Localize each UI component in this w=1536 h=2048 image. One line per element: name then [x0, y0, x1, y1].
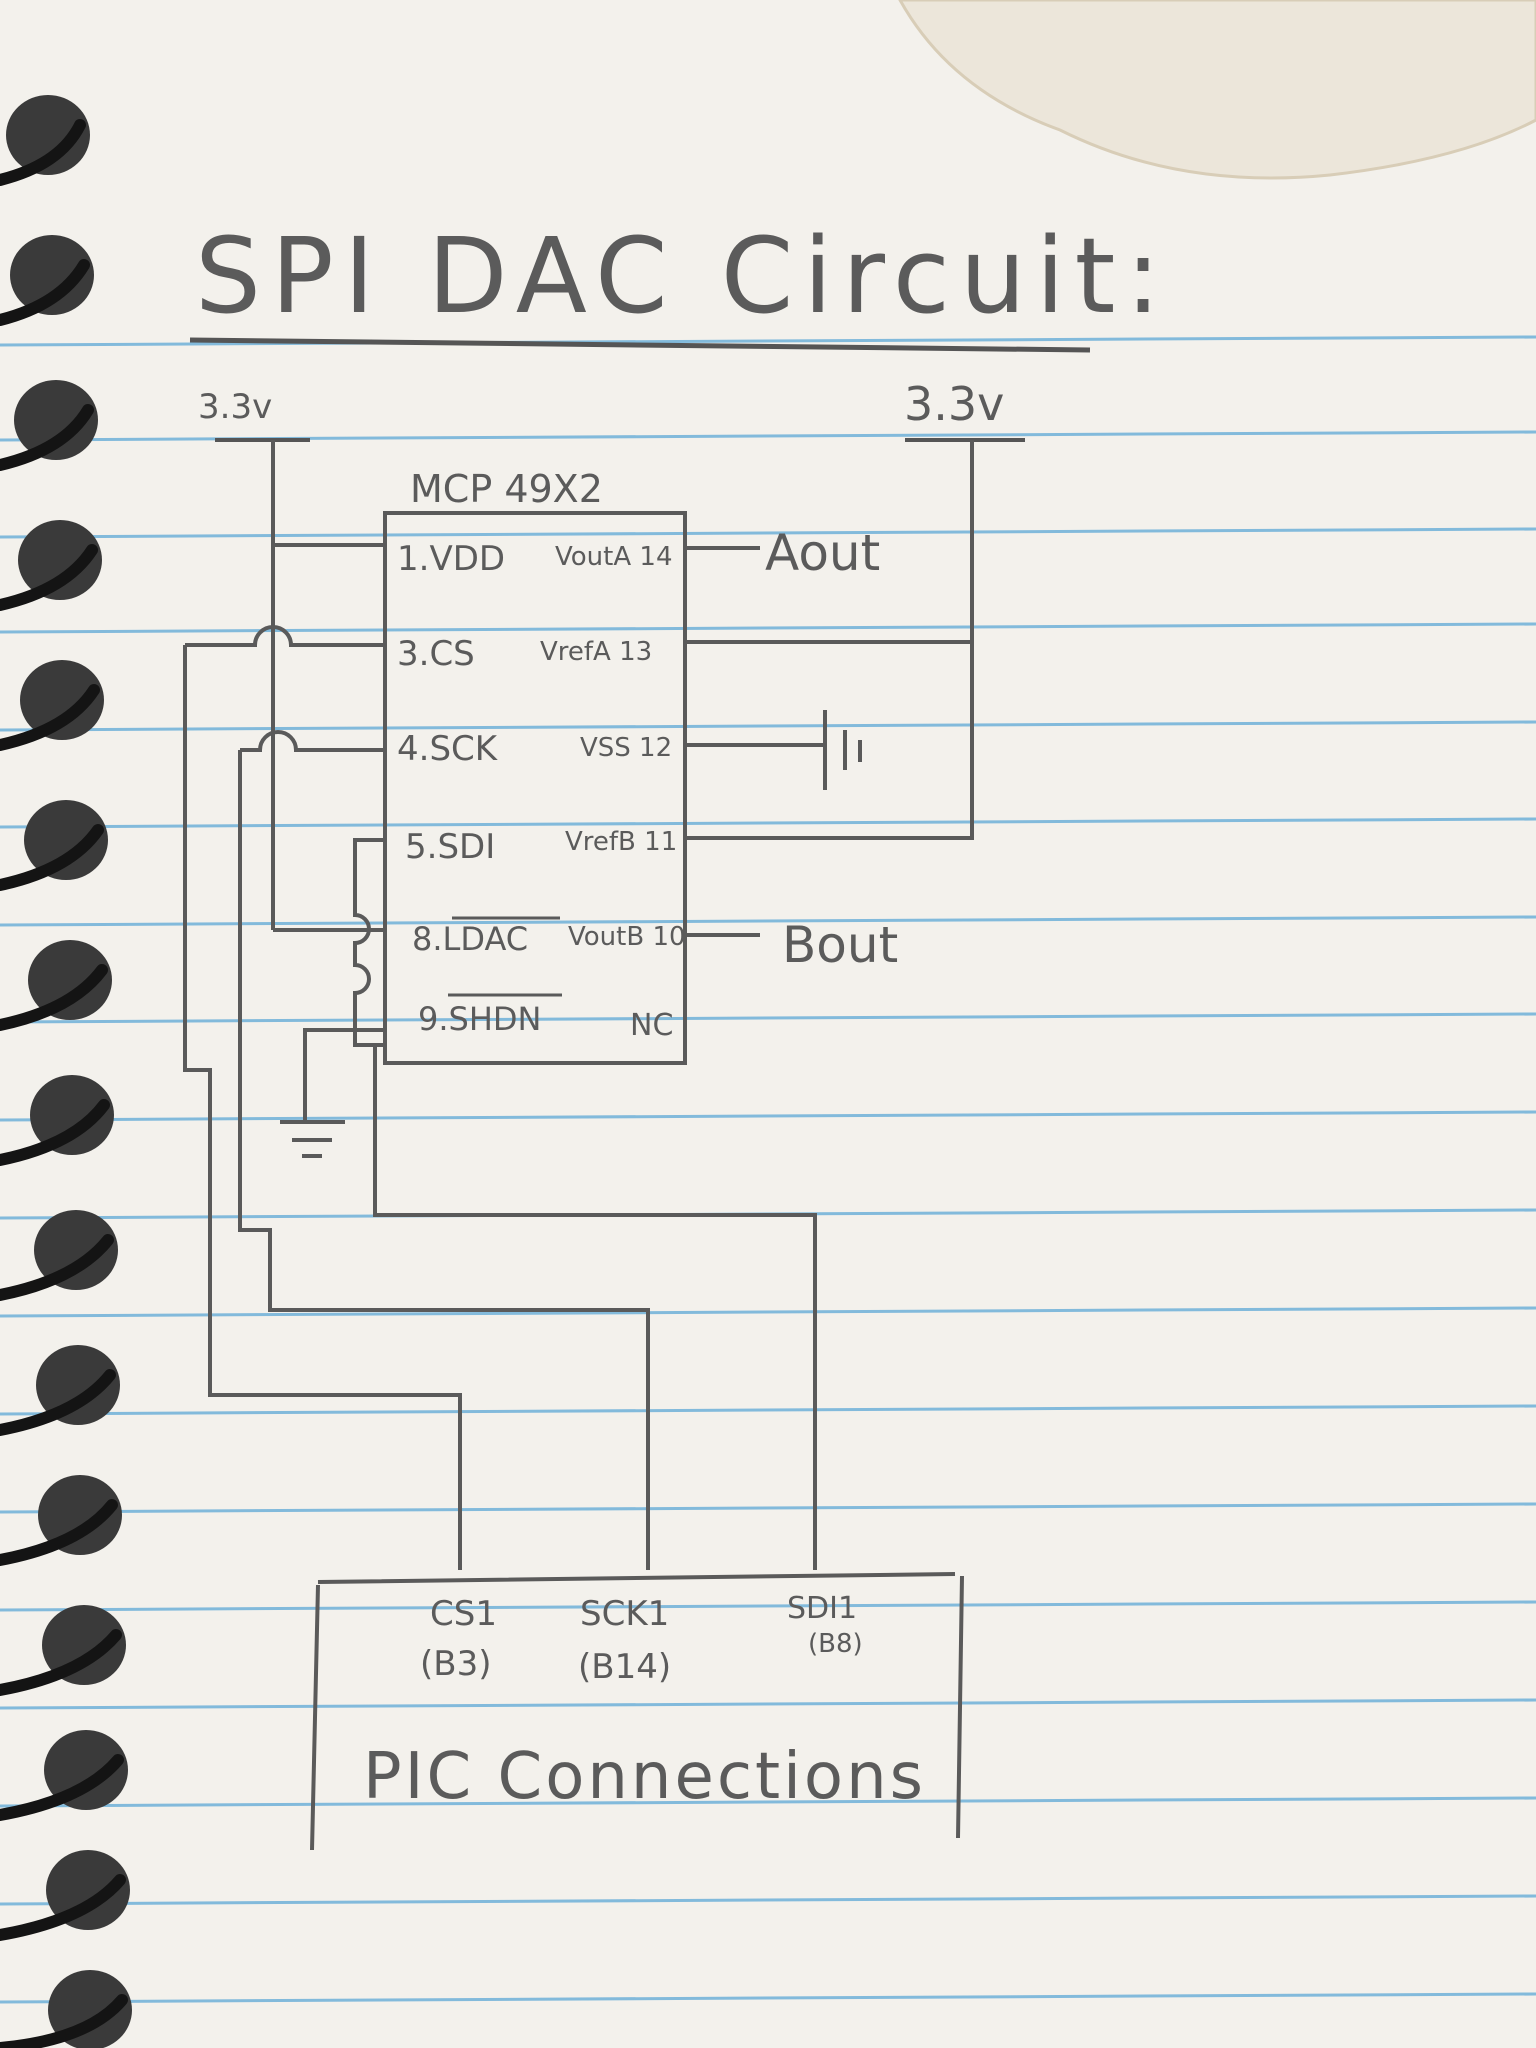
supply-right-label: 3.3v [904, 377, 1004, 431]
shdn-ground-symbol [280, 1120, 345, 1158]
spiral-binding [0, 95, 132, 2048]
pin-voutb: VoutB 10 [568, 922, 686, 952]
pin-vrefa: VrefA 13 [540, 637, 652, 667]
chip-part-label: MCP 49X2 [410, 467, 603, 511]
pin-ldac: 8.LDAC [412, 920, 528, 958]
pin-sdi: 5.SDI [405, 827, 495, 867]
pic-pin-sck1-name: SCK1 [580, 1594, 669, 1634]
vss-ground-symbol [823, 710, 862, 790]
pic-pin-sck1-port: (B14) [578, 1647, 671, 1687]
pin-vss: VSS 12 [580, 733, 672, 763]
pic-pin-sdi1-port: (B8) [808, 1629, 863, 1659]
title-underline [189, 337, 1091, 353]
wires [183, 543, 972, 1570]
pin-vouta: VoutA 14 [555, 542, 672, 572]
ruled-lines [0, 335, 1536, 2004]
pic-pin-cs1-port: (B3) [420, 1644, 492, 1684]
title: SPI DAC Circuit: [195, 215, 1171, 337]
pin-vdd: 1.VDD [397, 539, 505, 579]
pic-connections-box [310, 1572, 964, 1851]
dac-chip-body [383, 511, 687, 1065]
pic-connections-label: PIC Connections [363, 1740, 926, 1814]
pin-vrefb: VrefB 11 [565, 827, 677, 857]
pin-sck: 4.SCK [397, 729, 499, 769]
pin-cs: 3.CS [397, 634, 475, 674]
pin-nc: NC [630, 1008, 673, 1043]
coffee-stain [898, 0, 1536, 180]
output-a-label: Aout [765, 524, 880, 582]
pic-pin-sdi1-name: SDI1 [787, 1591, 857, 1626]
pic-pin-cs1-name: CS1 [430, 1594, 497, 1634]
pin-shdn: 9.SHDN [418, 1000, 541, 1038]
supply-left-label: 3.3v [198, 387, 272, 427]
output-b-label: Bout [782, 916, 898, 974]
